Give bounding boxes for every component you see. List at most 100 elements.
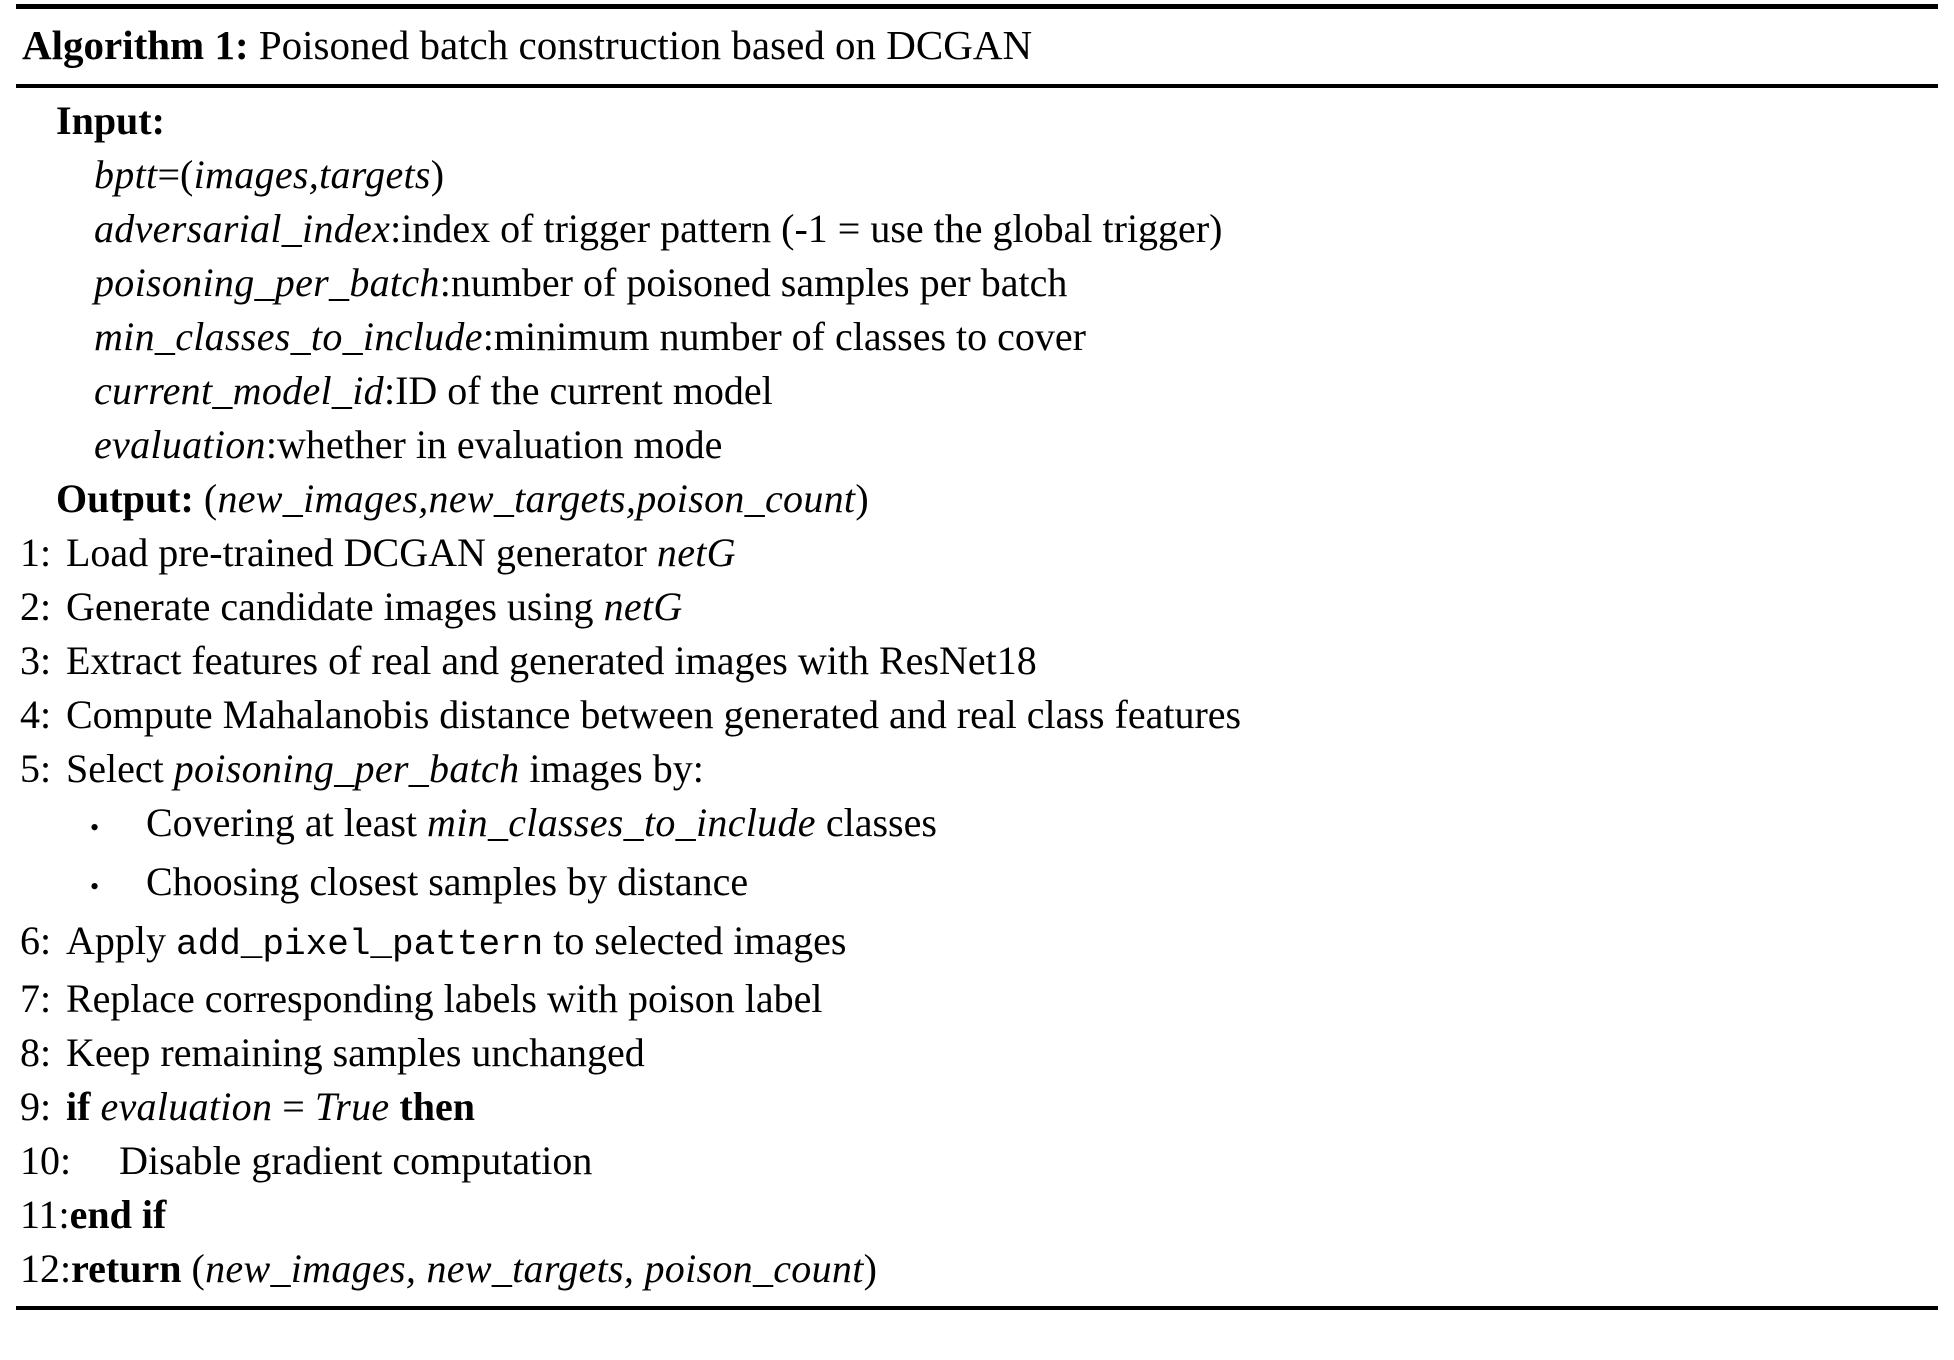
step-text-6-post: to selected images — [543, 918, 847, 963]
bullet-text-2: Choosing closest samples by distance — [146, 859, 749, 904]
keyword-then: then — [399, 1084, 475, 1129]
input-tuple-images: images — [193, 152, 309, 197]
input-tuple-targets: targets — [319, 152, 431, 197]
step-text-3: Extract features of real and generated i… — [66, 638, 1037, 683]
output-var-new-targets: new_targets — [428, 476, 626, 521]
input-sep-poisoning-per-batch: : — [439, 260, 451, 305]
return-var-poison-count: poison_count — [644, 1246, 864, 1291]
algorithm-label: Algorithm 1: — [22, 22, 249, 68]
step-text-6: Apply add_pixel_pattern to selected imag… — [66, 914, 847, 972]
output-comma-1: , — [418, 476, 429, 521]
input-desc-adversarial-index: index of trigger pattern (-1 = use the g… — [401, 206, 1223, 251]
if-condition-var: evaluation — [100, 1084, 273, 1129]
algorithm-body: Input: bptt = (images, targets) adversar… — [16, 88, 1938, 1302]
input-sep-adversarial-index: : — [390, 206, 402, 251]
output-comma-2: , — [625, 476, 637, 521]
bullet-text-1-pre: Covering at least — [146, 800, 428, 845]
input-sep-evaluation: : — [265, 422, 277, 467]
input-desc-min-classes-to-include: minimum number of classes to cover — [493, 314, 1086, 359]
step-number-8: 8: — [20, 1030, 52, 1075]
step-number-10: 10: — [20, 1138, 72, 1183]
step-line-8: 8: Keep remaining samples unchanged — [16, 1026, 1938, 1080]
step-text-5-pre: Select — [66, 746, 174, 791]
step-text-2-pre: Generate candidate images using — [66, 584, 604, 629]
if-condition-operator: = — [272, 1084, 315, 1129]
bullet-var-1: min_classes_to_include — [427, 800, 816, 845]
return-comma-2: , — [623, 1246, 645, 1291]
top-rule — [16, 4, 1938, 9]
step-line-9: 9:if evaluation = True then — [16, 1080, 1938, 1134]
input-sep-current-model-id: : — [383, 368, 396, 413]
step-number-7: 7: — [20, 976, 52, 1021]
if-condition-value: True — [314, 1084, 390, 1129]
step-line-6: 6: Apply add_pixel_pattern to selected im… — [16, 914, 1938, 972]
input-item-min-classes-to-include: min_classes_to_include: minimum number o… — [16, 310, 1938, 364]
step-line-11: 11:end if — [16, 1188, 1938, 1242]
step-text-5-post: images by: — [519, 746, 704, 791]
step-mono-6: add_pixel_pattern — [176, 924, 544, 965]
input-desc-poisoning-per-batch: number of poisoned samples per batch — [450, 260, 1068, 305]
input-item-current-model-id: current_model_id: ID of the current mode… — [16, 364, 1938, 418]
step-text-2: Generate candidate images using netG — [66, 580, 683, 634]
input-heading-line: Input: — [16, 94, 1938, 148]
step-line-2: 2: Generate candidate images using netG — [16, 580, 1938, 634]
step-line-10: 10: Disable gradient computation — [16, 1134, 1938, 1188]
step-text-4: Compute Mahalanobis distance between gen… — [66, 692, 1242, 737]
step-text-7: Replace corresponding labels with poison… — [66, 976, 823, 1021]
step-line-4: 4:Compute Mahalanobis distance between g… — [16, 688, 1938, 742]
step-text-1: Load pre-trained DCGAN generator netG — [66, 526, 736, 580]
step-var-1: netG — [656, 530, 736, 575]
input-tuple-comma: , — [308, 152, 320, 197]
step-text-5: Select poisoning_per_batch images by: — [66, 742, 704, 796]
input-var-adversarial-index: adversarial_index — [94, 206, 391, 251]
algorithm-block: Algorithm 1: Poisoned batch construction… — [16, 4, 1938, 1310]
step-text-10: Disable gradient computation — [119, 1138, 593, 1183]
input-item-adversarial-index: adversarial_index: index of trigger patt… — [16, 202, 1938, 256]
step-text-1-pre: Load pre-trained DCGAN generator — [66, 530, 657, 575]
output-line: Output: (new_images, new_targets, poison… — [16, 472, 1938, 526]
step-var-5: poisoning_per_batch — [173, 746, 520, 791]
input-desc-current-model-id: ID of the current model — [395, 368, 773, 413]
step-text-9: if evaluation = True then — [66, 1080, 475, 1134]
step-text-8: Keep remaining samples unchanged — [66, 1030, 645, 1075]
bullet-text-1-post: classes — [815, 800, 937, 845]
input-var-evaluation: evaluation — [94, 422, 266, 467]
bullet-icon: • — [90, 872, 100, 901]
step-number-6: 6: — [20, 918, 52, 963]
keyword-if: if — [66, 1084, 91, 1129]
keyword-return: return — [71, 1246, 182, 1291]
keyword-end-if: end if — [69, 1192, 167, 1237]
step-number-1: 1: — [20, 530, 52, 575]
input-sep-bptt: = — [157, 152, 180, 197]
input-item-bptt: bptt = (images, targets) — [16, 148, 1938, 202]
return-close-paren: ) — [863, 1246, 878, 1291]
step-line-5: 5: Select poisoning_per_batch images by: — [16, 742, 1938, 796]
bottom-rule — [16, 1306, 1938, 1310]
step-var-2: netG — [603, 584, 683, 629]
header-rule — [16, 84, 1938, 88]
output-var-new-images: new_images — [217, 476, 419, 521]
return-open-paren: ( — [191, 1246, 206, 1291]
input-var-min-classes-to-include: min_classes_to_include — [94, 314, 483, 359]
return-var-new-targets: new_targets — [426, 1246, 624, 1291]
input-heading: Input: — [56, 98, 165, 143]
return-var-new-images: new_images — [205, 1246, 406, 1291]
bullet-item-1: • Covering at least min_classes_to_includ… — [16, 796, 1938, 855]
bullet-icon: • — [90, 813, 100, 842]
step-line-7: 7: Replace corresponding labels with pois… — [16, 972, 1938, 1026]
input-var-poisoning-per-batch: poisoning_per_batch — [94, 260, 440, 305]
step-number-2: 2: — [20, 584, 52, 629]
step-line-3: 3: Extract features of real and generated… — [16, 634, 1938, 688]
input-desc-evaluation: whether in evaluation mode — [276, 422, 723, 467]
bullet-item-2: • Choosing closest samples by distance — [16, 855, 1938, 914]
output-close-paren: ) — [855, 476, 869, 521]
open-paren: ( — [180, 152, 194, 197]
output-open-paren: ( — [203, 476, 218, 521]
step-number-5: 5: — [20, 746, 52, 791]
step-number-11: 11: — [20, 1192, 70, 1237]
return-comma-1: , — [405, 1246, 427, 1291]
input-item-poisoning-per-batch: poisoning_per_batch: number of poisoned … — [16, 256, 1938, 310]
step-number-3: 3: — [20, 638, 52, 683]
step-line-1: 1: Load pre-trained DCGAN generator netG — [16, 526, 1938, 580]
input-item-evaluation: evaluation: whether in evaluation mode — [16, 418, 1938, 472]
